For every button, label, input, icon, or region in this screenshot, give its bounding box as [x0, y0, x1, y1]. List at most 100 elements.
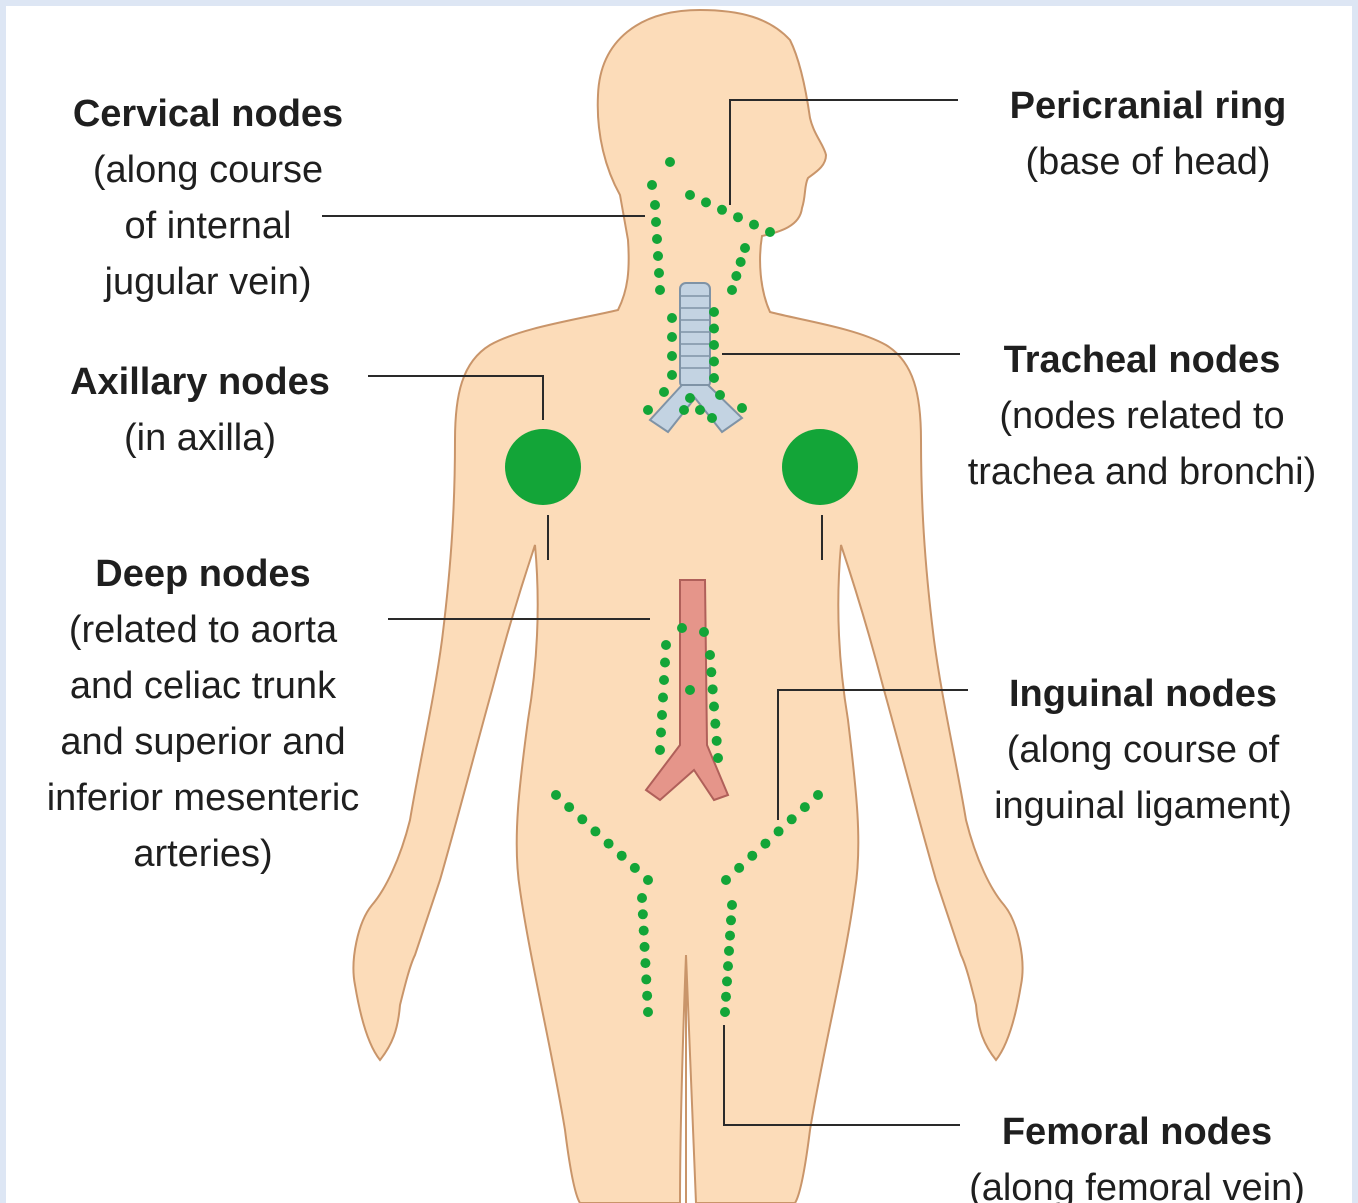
inguinal-node-dot	[721, 875, 731, 885]
inguinal-line-1: (along course of	[958, 722, 1328, 778]
tracheal-node-dot	[667, 370, 677, 380]
label-femoral: Femoral nodes (along femoral vein)	[932, 1104, 1342, 1203]
inguinal-node-dot	[617, 851, 627, 861]
cervical-line-3: jugular vein)	[18, 254, 398, 310]
pericranial-line-1: (base of head)	[958, 134, 1338, 190]
femoral-node-dot	[642, 991, 652, 1001]
femoral-node-dot	[725, 931, 735, 941]
deep-line-1: (related to aorta	[8, 602, 398, 658]
deep-line-5: arteries)	[8, 826, 398, 882]
deep-node-dot	[660, 658, 670, 668]
deep-node-dot	[655, 745, 665, 755]
femoral-title: Femoral nodes	[932, 1104, 1342, 1160]
femoral-node-dot	[726, 915, 736, 925]
inguinal-node-dot	[800, 802, 810, 812]
diagram-canvas: Cervical nodes (along course of internal…	[6, 6, 1352, 1203]
cervical-node-dot	[654, 268, 664, 278]
inguinal-title: Inguinal nodes	[958, 666, 1328, 722]
deep-node-dot	[661, 640, 671, 650]
label-inguinal: Inguinal nodes (along course of inguinal…	[958, 666, 1328, 834]
deep-title: Deep nodes	[8, 546, 398, 602]
femoral-node-dot	[641, 974, 651, 984]
inguinal-node-dot	[643, 875, 653, 885]
inguinal-node-dot	[630, 863, 640, 873]
deep-node-dot	[677, 623, 687, 633]
tracheal-node-dot	[685, 393, 695, 403]
deep-node-dot	[659, 675, 669, 685]
cervical-node-right-dot	[727, 285, 737, 295]
femoral-node-dot	[720, 1007, 730, 1017]
inguinal-node-dot	[734, 863, 744, 873]
cervical-node-dot	[665, 157, 675, 167]
inguinal-node-dot	[551, 790, 561, 800]
tracheal-node-dot	[709, 307, 719, 317]
inguinal-node-dot	[813, 790, 823, 800]
femoral-node-dot	[640, 958, 650, 968]
deep-node-dot	[699, 627, 709, 637]
inguinal-node-dot	[747, 851, 757, 861]
cervical-node-right-dot	[736, 257, 746, 267]
pericranial-node-dot	[685, 190, 695, 200]
tracheal-node-dot	[695, 405, 705, 415]
label-cervical: Cervical nodes (along course of internal…	[18, 86, 398, 310]
femoral-node-dot	[637, 893, 647, 903]
inguinal-node-dot	[774, 826, 784, 836]
pericranial-node-dot	[717, 205, 727, 215]
pericranial-node-dot	[765, 227, 775, 237]
deep-node-dot	[705, 650, 715, 660]
cervical-node-dot	[647, 180, 657, 190]
deep-node-dot	[712, 736, 722, 746]
deep-node-dot	[658, 693, 668, 703]
tracheal-node-dot	[667, 351, 677, 361]
deep-node-dot	[709, 702, 719, 712]
tracheal-node-dot	[709, 324, 719, 334]
deep-line-4: inferior mesenteric	[8, 770, 398, 826]
deep-node-dot	[656, 728, 666, 738]
deep-node-dot	[708, 684, 718, 694]
inguinal-node-dot	[787, 814, 797, 824]
axillary-title: Axillary nodes	[20, 354, 380, 410]
deep-node-dot	[710, 719, 720, 729]
label-tracheal: Tracheal nodes (nodes related to trachea…	[942, 332, 1342, 500]
cervical-node-right-dot	[740, 243, 750, 253]
tracheal-node-dot	[679, 405, 689, 415]
cervical-title: Cervical nodes	[18, 86, 398, 142]
femoral-node-dot	[639, 926, 649, 936]
pericranial-node-dot	[749, 220, 759, 230]
femoral-node-dot	[724, 946, 734, 956]
tracheal-node-dot	[707, 413, 717, 423]
tracheal-node-dot	[667, 313, 677, 323]
inguinal-node-dot	[577, 814, 587, 824]
label-deep: Deep nodes (related to aorta and celiac …	[8, 546, 398, 882]
cervical-node-dot	[655, 285, 665, 295]
deep-line-2: and celiac trunk	[8, 658, 398, 714]
femoral-node-dot	[721, 992, 731, 1002]
tracheal-node-dot	[709, 357, 719, 367]
inguinal-line-2: inguinal ligament)	[958, 778, 1328, 834]
cervical-node-dot	[650, 200, 660, 210]
axillary-line-1: (in axilla)	[20, 410, 380, 466]
deep-node-dot	[685, 685, 695, 695]
cervical-node-dot	[653, 251, 663, 261]
inguinal-node-dot	[760, 839, 770, 849]
label-pericranial: Pericranial ring (base of head)	[958, 78, 1338, 190]
cervical-line-2: of internal	[18, 198, 398, 254]
inguinal-node-dot	[590, 826, 600, 836]
tracheal-node-dot	[737, 403, 747, 413]
femoral-node-dot	[640, 942, 650, 952]
femoral-node-dot	[638, 909, 648, 919]
pericranial-node-dot	[733, 212, 743, 222]
femoral-line-1: (along femoral vein)	[932, 1160, 1342, 1203]
cervical-node-right-dot	[731, 271, 741, 281]
femoral-node-dot	[643, 1007, 653, 1017]
inguinal-node-dot	[604, 839, 614, 849]
cervical-node-dot	[652, 234, 662, 244]
tracheal-node-dot	[715, 390, 725, 400]
tracheal-line-2: trachea and bronchi)	[942, 444, 1342, 500]
femoral-node-dot	[722, 976, 732, 986]
cervical-line-1: (along course	[18, 142, 398, 198]
femoral-node-dot	[723, 961, 733, 971]
inguinal-node-dot	[564, 802, 574, 812]
axillary-node-right	[782, 429, 858, 505]
